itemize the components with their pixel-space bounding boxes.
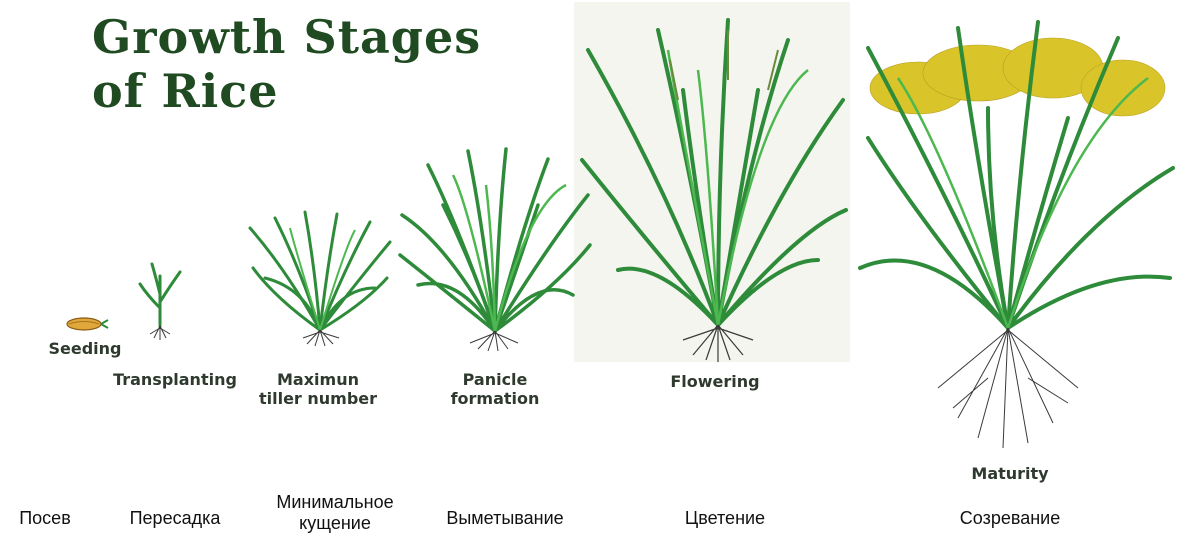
stage-label-seeding: Seeding xyxy=(20,339,150,358)
stage-label-maturity: Maturity xyxy=(955,464,1065,483)
stage-label-ru-flowering: Цветение xyxy=(660,508,790,529)
stage-label-ru-transplanting: Пересадка xyxy=(110,508,240,529)
stage-label-transplanting-line: Transplanting xyxy=(113,370,237,389)
stage-label-ru-tillering-line-2: кущение xyxy=(299,513,371,533)
stage-label-max-tiller-line-2: tiller number xyxy=(259,389,377,408)
seed-illustration xyxy=(64,310,114,340)
stage-label-ru-seeding: Посев xyxy=(0,508,90,529)
panicle-plant-illustration xyxy=(398,145,593,355)
stage-label-max-tiller-line-1: Maximun xyxy=(277,370,359,389)
stage-label-ru-seeding-line: Посев xyxy=(19,508,71,528)
stage-label-max-tiller: Maximun tiller number xyxy=(248,370,388,408)
tillering-plant-illustration xyxy=(245,208,395,348)
stage-label-panicle-line-2: formation xyxy=(451,389,540,408)
stage-label-ru-heading: Выметывание xyxy=(425,508,585,529)
stage-label-transplanting: Transplanting xyxy=(100,370,250,389)
stage-label-ru-tillering-line-1: Минимальное xyxy=(276,492,393,512)
stage-label-ru-tillering: Минимальное кущение xyxy=(255,492,415,534)
stage-label-seeding-line: Seeding xyxy=(48,339,121,358)
title-line-1: Growth Stages xyxy=(92,10,481,64)
stage-label-maturity-line: Maturity xyxy=(971,464,1048,483)
title-line-2: of Rice xyxy=(92,64,278,118)
stage-label-ru-maturity-line: Созревание xyxy=(960,508,1060,528)
seedling-illustration xyxy=(130,258,190,343)
stage-label-ru-maturity: Созревание xyxy=(935,508,1085,529)
stage-label-ru-heading-line: Выметывание xyxy=(446,508,563,528)
mature-plant-illustration xyxy=(858,18,1176,458)
stage-label-panicle: Panicle formation xyxy=(420,370,570,408)
diagram-title: Growth Stages of Rice xyxy=(92,10,481,118)
stage-label-ru-transplanting-line: Пересадка xyxy=(130,508,221,528)
stage-label-ru-flowering-line: Цветение xyxy=(685,508,765,528)
stage-label-panicle-line-1: Panicle xyxy=(463,370,528,389)
flowering-plant-illustration xyxy=(578,10,848,365)
stage-label-flowering: Flowering xyxy=(650,372,780,391)
stage-label-flowering-line: Flowering xyxy=(670,372,759,391)
